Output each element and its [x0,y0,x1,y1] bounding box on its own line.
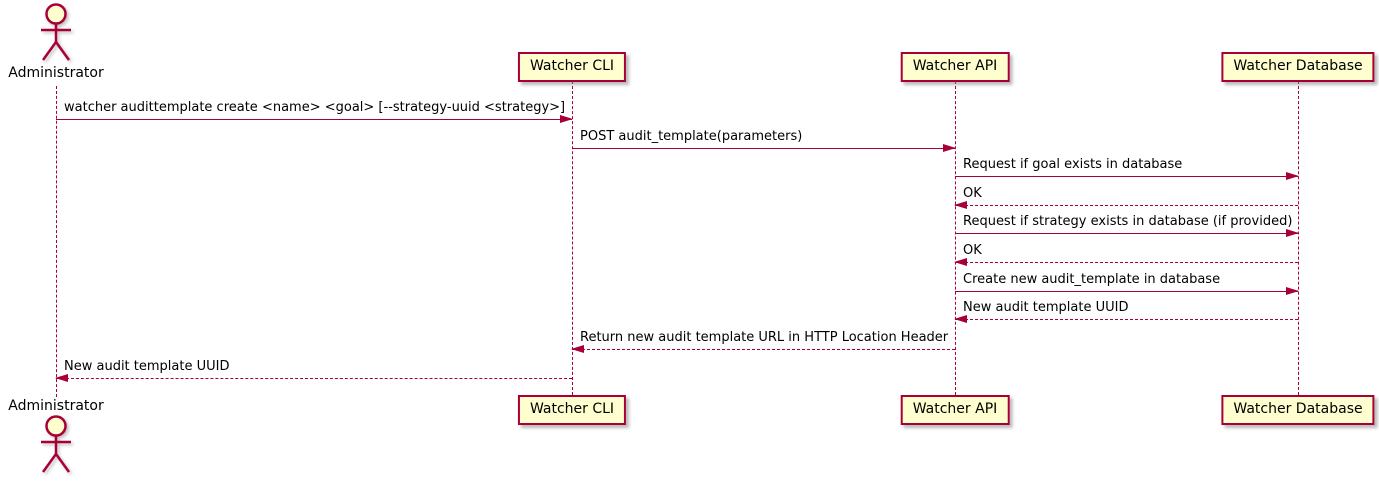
message-line [56,378,572,379]
participant-box-watcher-database-top: Watcher Database [1221,52,1375,82]
message-line [572,148,955,149]
message-label: OK [963,243,982,258]
message-line [955,233,1298,234]
message-label: New audit template UUID [64,359,230,374]
participant-box-watcher-api-bottom: Watcher API [900,395,1010,425]
message-label: Create new audit_template in database [963,272,1221,287]
lifeline-watcher-database [1298,81,1299,395]
message-line [955,262,1298,263]
arrowhead-icon [1286,229,1299,237]
arrowhead-icon [954,201,967,209]
participant-box-watcher-cli-bottom: Watcher CLI [517,395,627,425]
participant-box-watcher-api-top: Watcher API [900,52,1010,82]
arrowhead-icon [943,144,956,152]
message-label: Request if strategy exists in database (… [963,214,1293,229]
message-label: OK [963,186,982,201]
message-line [955,205,1298,206]
arrowhead-icon [571,345,584,353]
message-label: Request if goal exists in database [963,157,1183,172]
actor-icon [41,3,71,61]
arrowhead-icon [1286,172,1299,180]
arrowhead-icon [1286,287,1299,295]
actor-icon [41,415,71,473]
participant-box-watcher-database-bottom: Watcher Database [1221,395,1375,425]
message-line [955,291,1298,292]
message-label: watcher audittemplate create <name> <goa… [64,100,566,115]
lifeline-administrator [56,86,57,397]
actor-label-bottom: Administrator [8,398,104,414]
actor-label-top: Administrator [8,65,104,81]
arrowhead-icon [560,115,573,123]
message-line [955,319,1298,320]
message-label: POST audit_template(parameters) [580,129,803,144]
message-label: New audit template UUID [963,300,1129,315]
arrowhead-icon [954,315,967,323]
message-line [955,176,1298,177]
lifeline-watcher-api [955,81,956,395]
arrowhead-icon [55,374,68,382]
participant-box-watcher-cli-top: Watcher CLI [517,52,627,82]
arrowhead-icon [954,258,967,266]
message-line [56,119,572,120]
lifeline-watcher-cli [572,81,573,395]
message-label: Return new audit template URL in HTTP Lo… [580,330,949,345]
message-line [572,349,955,350]
